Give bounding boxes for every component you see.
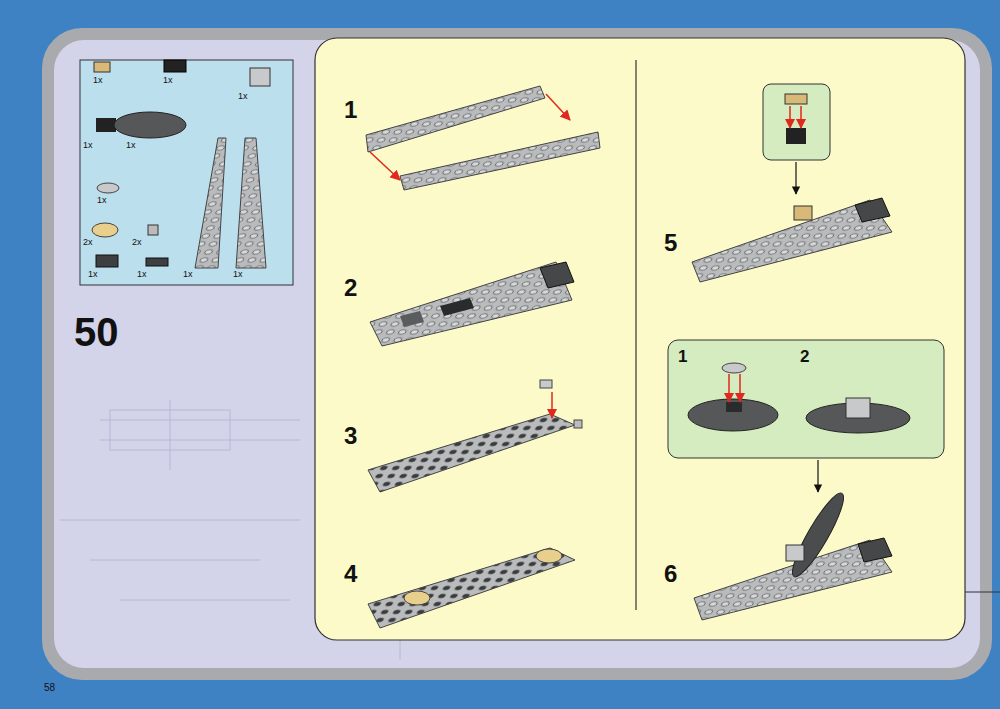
illustration-part bbox=[94, 62, 110, 72]
part-count: 1x bbox=[97, 196, 107, 205]
step-3-figure bbox=[368, 380, 582, 492]
illustration-part bbox=[110, 410, 230, 450]
part-count: 1x bbox=[137, 270, 147, 279]
part-count: 1x bbox=[83, 141, 93, 150]
illustration-part bbox=[195, 138, 226, 268]
illustration-part bbox=[440, 298, 474, 316]
illustration-part bbox=[96, 255, 118, 267]
divider bbox=[635, 60, 636, 610]
step-number: 50 bbox=[74, 312, 119, 352]
step-2-figure bbox=[370, 262, 574, 346]
illustration-part bbox=[540, 262, 574, 288]
part-count: 1x bbox=[163, 76, 173, 85]
illustration-part bbox=[368, 414, 575, 492]
illustration-part bbox=[368, 548, 575, 628]
illustration-part bbox=[795, 162, 796, 194]
illustration-part bbox=[722, 363, 746, 373]
part-count: 1x bbox=[88, 270, 98, 279]
page-frame bbox=[42, 28, 992, 680]
illustration-part bbox=[551, 392, 553, 418]
illustration-part bbox=[668, 340, 944, 458]
illustration-part bbox=[739, 374, 741, 402]
illustration-part bbox=[146, 258, 168, 266]
edge-line bbox=[965, 592, 1000, 593]
illustration-part bbox=[855, 198, 890, 222]
illustration-part bbox=[546, 94, 570, 120]
illustration-part bbox=[400, 311, 424, 327]
sub-step-number: 3 bbox=[344, 424, 357, 448]
step-1-figure bbox=[366, 86, 600, 190]
illustration-part bbox=[785, 488, 850, 581]
inset-step-number: 1 bbox=[678, 348, 687, 365]
illustration-part bbox=[536, 549, 562, 563]
illustration-part bbox=[574, 420, 582, 428]
illustration-part bbox=[366, 86, 545, 152]
illustration-part bbox=[114, 112, 186, 138]
illustration-part bbox=[164, 60, 186, 72]
illustration-part bbox=[817, 460, 818, 492]
steps-panel bbox=[315, 38, 965, 640]
illustration-part bbox=[96, 118, 116, 132]
illustration-part bbox=[789, 106, 791, 128]
illustration-part bbox=[97, 183, 119, 193]
part-count: 1x bbox=[238, 92, 248, 101]
part-count: 2x bbox=[132, 238, 142, 247]
part-count: 1x bbox=[93, 76, 103, 85]
sub-step-number: 5 bbox=[664, 231, 677, 255]
illustration-part bbox=[148, 225, 158, 235]
step-6-figure bbox=[668, 340, 944, 620]
parts-panel bbox=[80, 60, 293, 285]
part-count: 1x bbox=[233, 270, 243, 279]
illustration-part bbox=[370, 152, 400, 180]
illustration-part bbox=[763, 84, 830, 160]
part-count: 1x bbox=[126, 141, 136, 150]
illustration-part bbox=[794, 206, 812, 220]
illustration-part bbox=[404, 591, 430, 605]
inset-step-number: 2 bbox=[800, 348, 809, 365]
step-4-figure bbox=[368, 548, 575, 628]
part-count: 1x bbox=[183, 270, 193, 279]
sub-step-number: 6 bbox=[664, 562, 677, 586]
illustration-part bbox=[786, 545, 804, 561]
illustration-part bbox=[846, 398, 870, 418]
illustration-part bbox=[688, 399, 778, 431]
page-number: 58 bbox=[44, 683, 55, 693]
illustration-part bbox=[370, 262, 572, 346]
parts-list bbox=[92, 60, 270, 268]
part-count: 2x bbox=[83, 238, 93, 247]
illustration-part bbox=[785, 94, 807, 104]
illustration-part bbox=[250, 68, 270, 86]
sub-step-number: 4 bbox=[344, 562, 357, 586]
illustration-part bbox=[236, 138, 266, 268]
illustration-part bbox=[540, 380, 552, 388]
illustration-part bbox=[800, 106, 802, 128]
illustration-part bbox=[858, 538, 892, 562]
step-5-figure bbox=[692, 84, 892, 282]
illustration-part bbox=[92, 223, 118, 237]
sub-step-number: 1 bbox=[344, 98, 357, 122]
sub-step-number: 2 bbox=[344, 276, 357, 300]
illustration-part bbox=[728, 374, 730, 402]
illustration-part bbox=[400, 132, 600, 190]
illustration-part bbox=[726, 402, 742, 412]
illustration-part bbox=[786, 128, 806, 144]
